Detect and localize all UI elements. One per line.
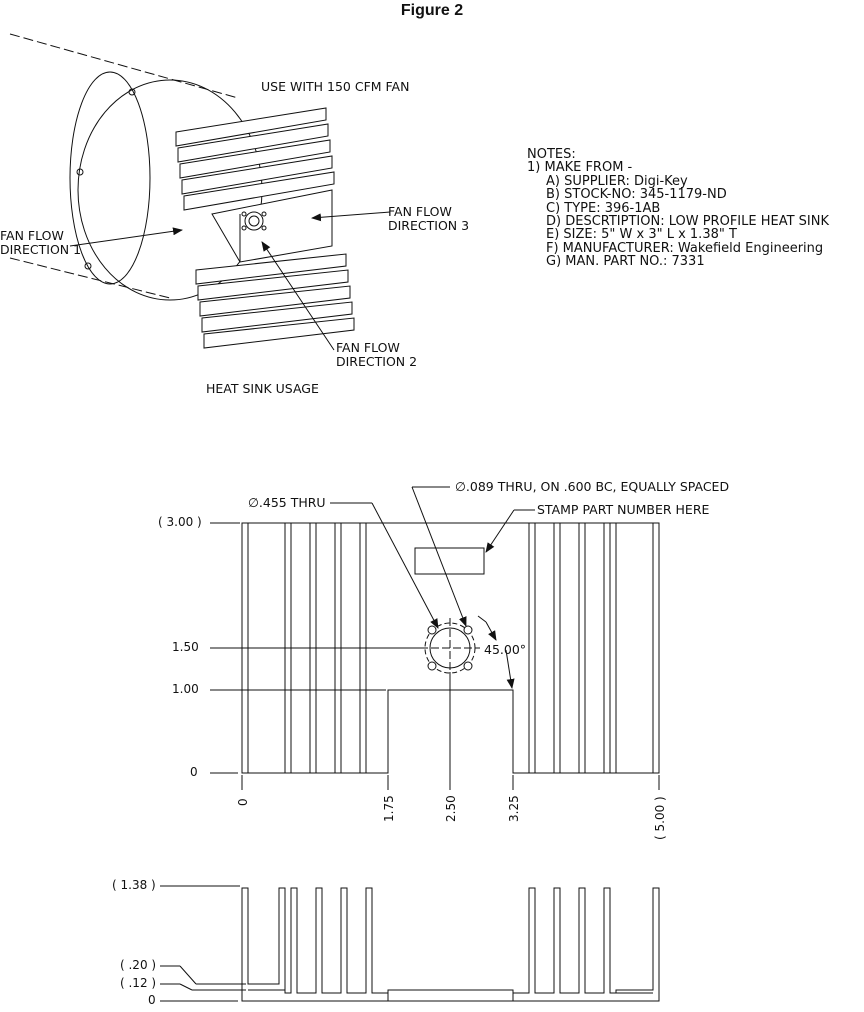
isometric-view [9, 33, 391, 351]
callout-small-holes: ∅.089 THRU, ON .600 BC, EQUALLY SPACED [455, 479, 730, 494]
dim-x-3-25: 3.25 [507, 795, 521, 822]
dim-y-1-00: 1.00 [172, 682, 199, 696]
upper-fins [175, 107, 335, 211]
dim-side-0: 0 [148, 993, 156, 1007]
fan-note: USE WITH 150 CFM FAN [261, 79, 410, 94]
notes-sub-c: C) TYPE: 396-1AB [546, 200, 661, 216]
notes-sub-b: B) STOCK-NO: 345-1179-ND [546, 187, 727, 203]
dim-side-0-12: ( .12 ) [120, 976, 157, 990]
flow-direction-1-line2: DIRECTION 1 [0, 242, 82, 257]
dim-y-3-00: ( 3.00 ) [158, 515, 202, 529]
small-hole [427, 625, 437, 635]
flow-direction-3-line1: FAN FLOW [388, 204, 452, 219]
notes-item-1: 1) MAKE FROM - [527, 160, 633, 176]
notes-heading: NOTES: [527, 147, 576, 162]
dim-y-1-50: 1.50 [172, 640, 199, 654]
flow-direction-3-label: FAN FLOW DIRECTION 3 [388, 205, 469, 233]
dim-x-2-50: 2.50 [444, 795, 458, 822]
notes-sub-d: D) DESCRTIPTION: LOW PROFILE HEAT SINK [546, 214, 829, 230]
top-view [210, 486, 660, 790]
iso-caption: HEAT SINK USAGE [206, 381, 319, 396]
flow-direction-1-label: FAN FLOW DIRECTION 1 [0, 229, 81, 257]
figure-title: Figure 2 [400, 2, 464, 19]
callout-stamp: STAMP PART NUMBER HERE [537, 502, 710, 517]
dim-side-1-38: ( 1.38 ) [112, 878, 156, 892]
dim-y-0: 0 [190, 765, 198, 779]
flow-direction-3-line2: DIRECTION 3 [388, 218, 470, 233]
callout-center-hole: ∅.455 THRU [248, 495, 326, 510]
dim-side-0-20: ( .20 ) [120, 958, 157, 972]
side-view-outline [241, 887, 660, 1002]
notes-sub-g: G) MAN. PART NO.: 7331 [546, 254, 705, 270]
flow-direction-2-label: FAN FLOW DIRECTION 2 [336, 341, 417, 369]
dim-x-1-75: 1.75 [382, 795, 396, 822]
notes-sub-a: A) SUPPLIER: Digi-Key [546, 173, 688, 189]
dim-x-5-00: ( 5.00 ) [653, 796, 667, 840]
flow-direction-1-line1: FAN FLOW [0, 228, 64, 243]
lower-fins [195, 253, 355, 349]
notes-sub-f: F) MANUFACTURER: Wakefield Engineering [546, 240, 824, 256]
dim-x-0: 0 [236, 798, 250, 806]
flow-direction-2-line1: FAN FLOW [336, 340, 400, 355]
flow-direction-2-line2: DIRECTION 2 [336, 354, 418, 369]
notes-sub-e: E) SIZE: 5" W x 3" L x 1.38" T [546, 227, 737, 243]
notes-block: NOTES: 1) MAKE FROM - A) SUPPLIER: Digi-… [527, 148, 829, 269]
side-view [160, 885, 660, 1002]
stamp-area [414, 547, 485, 575]
angle-dimension: 45.00° [484, 642, 527, 657]
